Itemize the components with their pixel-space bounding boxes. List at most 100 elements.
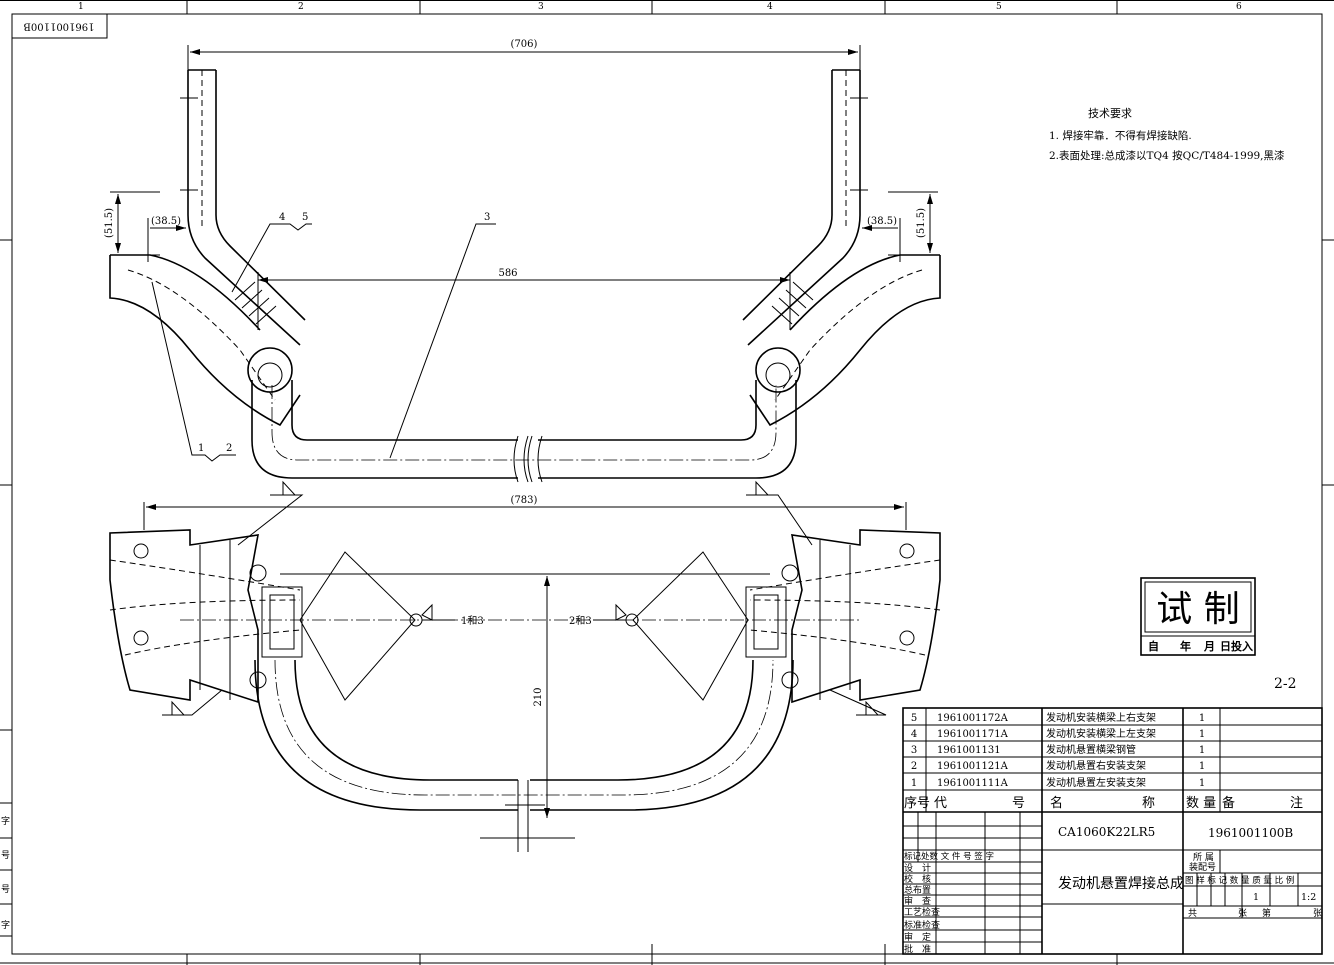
callout-4: 4 [279, 212, 285, 223]
parts-row: 5 1961001172A 发动机安装横梁上右支架 1 [911, 711, 1205, 724]
stamp-day: 日投入 [1220, 639, 1253, 653]
weld-label-right: 2和3 [569, 615, 592, 627]
parts-row: 3 1961001131 发动机悬置横梁钢管 1 [911, 743, 1205, 756]
role-check: 校 核 [904, 873, 931, 885]
stamp-main: 试 制 [1156, 589, 1239, 630]
parts-row: 2 1961001121A 发动机悬置右安装支架 1 [911, 759, 1205, 772]
tech-line-1: 1. 焊接牢靠．不得有焊接缺陷. [1049, 129, 1192, 142]
role-review: 审 查 [904, 895, 931, 907]
sheet-total-label: 共 [1188, 908, 1197, 919]
part-name: 发动机悬置左安装支架 [1046, 776, 1146, 789]
role-layout: 总布置 [904, 884, 931, 896]
callout-5: 5 [302, 212, 308, 223]
role-labels: 设 计 校 核 总布置 审 查 工艺检查 标准检查 审 定 批 准 [904, 862, 940, 955]
part-code: 1961001121A [937, 761, 1009, 772]
parts-row: 4 1961001171A 发动机安装横梁上左支架 1 [911, 727, 1205, 740]
callout-2: 2 [226, 443, 232, 454]
role-approve-b: 批 准 [904, 943, 931, 955]
drawing-title: 发动机悬置焊接总成 [1058, 875, 1184, 892]
tech-line-2: 2.表面处理:总成漆以TQ4 按QC/T484-1999,黑漆 [1049, 149, 1285, 162]
dim-top-width: (706) [511, 39, 538, 50]
dim-inner-width: 586 [498, 268, 517, 279]
section-label: 2-2 [1274, 676, 1297, 692]
part-code: 1961001171A [937, 729, 1009, 740]
strip-label: 号 [1, 884, 10, 895]
column-label: 1 [78, 2, 84, 12]
header-code: 代 [934, 796, 947, 811]
drawing-number: 1961001100B [1208, 826, 1293, 840]
part-name: 发动机安装横梁上右支架 [1046, 711, 1156, 724]
part-name: 发动机悬置右安装支架 [1046, 759, 1146, 772]
strip-label: 字 [1, 815, 10, 827]
top-view: (706) [104, 39, 941, 483]
dim-right-height: (51.5) [916, 208, 927, 238]
role-standard: 标准检查 [904, 919, 940, 931]
header-qty: 数 量 [1186, 796, 1216, 811]
column-label: 5 [996, 2, 1002, 12]
trial-stamp: 试 制 自 年 月 日投入 [1140, 577, 1256, 656]
part-code: 1961001172A [937, 713, 1009, 724]
parts-header: 序号 代 号 名 称 数 量 备 注 [904, 795, 1303, 811]
header-note: 备 [1222, 795, 1235, 811]
dim-left-offset: (38.5) [151, 216, 181, 227]
plan-view: (783) 1和3 2和3 [109, 480, 941, 852]
sheet-no-label: 第 [1262, 907, 1271, 919]
stamp-from: 自 [1148, 639, 1159, 653]
dim-right-offset: (38.5) [867, 216, 897, 227]
header-code-2: 号 [1012, 796, 1025, 811]
dim-bottom-width: (783) [511, 495, 538, 506]
part-no: 3 [911, 745, 917, 756]
part-code: 1961001111A [937, 778, 1009, 789]
parts-row: 1 1961001111A 发动机悬置左安装支架 1 [911, 776, 1205, 789]
stage-row: 图 样 标 记 数 量 质 量 比 例 [1185, 875, 1294, 886]
part-qty: 1 [1199, 713, 1205, 724]
part-no: 2 [911, 761, 917, 772]
dim-vertical: 210 [533, 687, 544, 706]
role-design: 设 计 [904, 862, 931, 874]
part-code: 1961001131 [937, 745, 1001, 756]
part-no: 1 [911, 778, 917, 789]
column-label: 2 [298, 2, 304, 12]
weld-label-left: 1和3 [461, 615, 484, 627]
part-no: 4 [911, 729, 917, 740]
header-name: 名 [1050, 795, 1063, 811]
part-qty: 1 [1199, 745, 1205, 756]
dim-left-height: (51.5) [104, 208, 115, 238]
sheet-unit-label-2: 张 [1313, 908, 1322, 919]
role-process: 工艺检查 [904, 906, 940, 918]
drawing-number-label: 1961001100B [24, 21, 95, 32]
part-name: 发动机悬置横梁钢管 [1046, 743, 1136, 756]
part-qty: 1 [1199, 729, 1205, 740]
role-approve-a: 审 定 [904, 931, 931, 943]
header-no: 序号 [904, 796, 930, 811]
part-qty: 1 [1199, 761, 1205, 772]
part-qty: 1 [1199, 778, 1205, 789]
header-note-2: 注 [1290, 796, 1303, 811]
technical-requirements: 技术要求 1. 焊接牢靠．不得有焊接缺陷. 2.表面处理:总成漆以TQ4 按QC… [1049, 107, 1285, 162]
stamp-year: 年 [1180, 639, 1191, 653]
belong-label-1: 所 属 [1193, 852, 1214, 863]
strip-label: 字 [1, 919, 10, 931]
qty-value: 1 [1253, 892, 1259, 903]
column-label: 3 [538, 2, 544, 12]
left-strip-labels: 字 号 号 字 [1, 815, 10, 931]
header-name-2: 称 [1142, 796, 1155, 811]
strip-label: 号 [1, 850, 10, 861]
part-no: 5 [911, 713, 917, 724]
scale-value: 1:2 [1301, 892, 1316, 903]
stamp-month: 月 [1203, 640, 1215, 653]
column-label: 6 [1236, 2, 1242, 12]
sheet-unit-label: 张 [1238, 908, 1247, 919]
grid-column-labels: 1 2 3 4 5 6 [78, 2, 1242, 12]
revision-header: 标记处数 文 件 号 签 字 [904, 851, 994, 862]
part-name: 发动机安装横梁上左支架 [1046, 727, 1156, 740]
column-label: 4 [767, 2, 773, 12]
callout-1: 1 [198, 443, 204, 454]
callout-3: 3 [484, 212, 490, 223]
tech-title: 技术要求 [1088, 107, 1132, 120]
belong-label-2: 装配号 [1189, 861, 1216, 873]
model-number: CA1060K22LR5 [1058, 825, 1155, 839]
rotated-drawing-number: 1961001100B [11, 13, 108, 39]
